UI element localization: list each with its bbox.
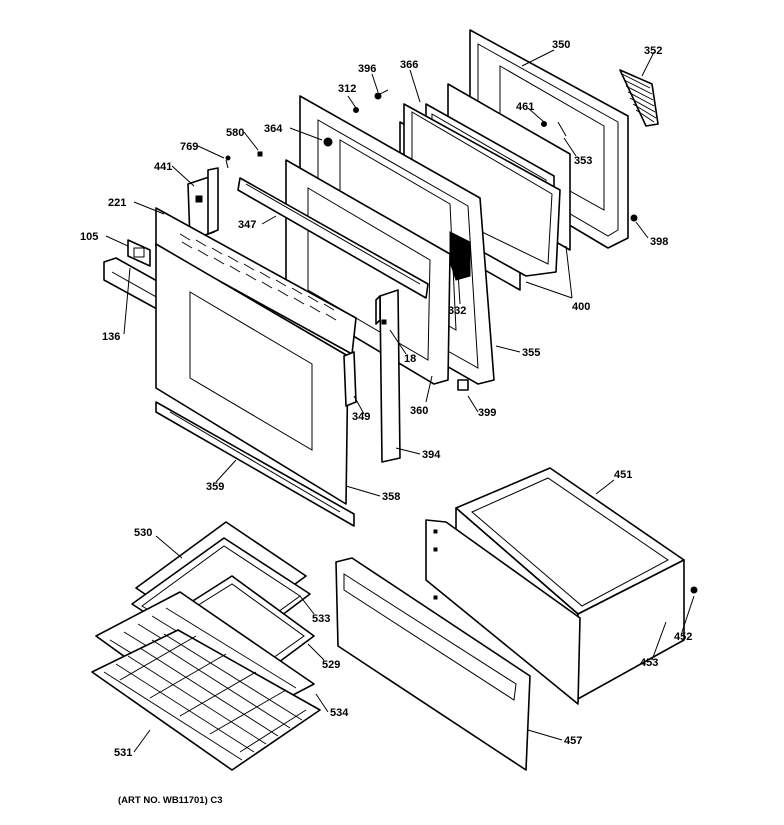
part-352-vent-grille: [619, 69, 659, 127]
part-451-drawer-box: [425, 467, 685, 705]
callout-534: 534: [330, 707, 349, 719]
part-347-trim-strip: [237, 177, 429, 299]
callout-531: 531: [114, 747, 132, 759]
callout-529: 529: [322, 659, 340, 671]
callout-451: 451: [614, 469, 632, 481]
callout-347: 347: [238, 219, 256, 231]
callout-352: 352: [644, 45, 662, 57]
callout-359: 359: [206, 481, 224, 493]
callout-400: 400: [572, 301, 590, 313]
callout-398: 398: [650, 236, 668, 248]
callout-769: 769: [180, 141, 198, 153]
callout-350: 350: [552, 39, 570, 51]
callout-221: 221: [108, 197, 126, 209]
part-360-door-inner-panel: [285, 159, 451, 385]
callout-453: 453: [640, 657, 658, 669]
callout-360: 360: [410, 405, 428, 417]
callout-452: 452: [674, 631, 692, 643]
callout-leaders: [105, 49, 695, 753]
callout-136: 136: [102, 331, 120, 343]
part-359-bottom-trim: [155, 401, 355, 527]
part-fasteners: [225, 89, 698, 623]
part-358-door-outer-panel: [155, 243, 349, 505]
callout-394: 394: [422, 449, 441, 461]
callout-332: 332: [448, 305, 466, 317]
part-531-oven-rack: [91, 629, 321, 771]
callout-441: 441: [154, 161, 172, 173]
callout-533: 533: [312, 613, 330, 625]
callout-355: 355: [522, 347, 540, 359]
callout-457: 457: [564, 735, 582, 747]
callout-530: 530: [134, 527, 152, 539]
callout-580: 580: [226, 127, 244, 139]
callout-labels: 350 352 396 366 312 461 364 580 769 353 …: [80, 39, 692, 759]
part-457-drawer-front: [335, 557, 531, 771]
callout-353: 353: [574, 155, 592, 167]
art-number: (ART NO. WB11701) C3: [118, 795, 223, 806]
callout-312: 312: [338, 83, 356, 95]
part-349-side-trim: [343, 351, 357, 407]
callout-364: 364: [264, 123, 283, 135]
callout-349: 349: [352, 411, 370, 423]
part-105-switch: [127, 239, 151, 267]
part-394-hinge-channel: [375, 289, 401, 463]
callout-366: 366: [400, 59, 418, 71]
callout-396: 396: [358, 63, 376, 75]
callout-461: 461: [516, 101, 534, 113]
callout-399: 399: [478, 407, 496, 419]
part-441-side-bracket: [187, 167, 219, 241]
callout-105: 105: [80, 231, 98, 243]
callout-358: 358: [382, 491, 400, 503]
callout-18: 18: [404, 353, 416, 365]
